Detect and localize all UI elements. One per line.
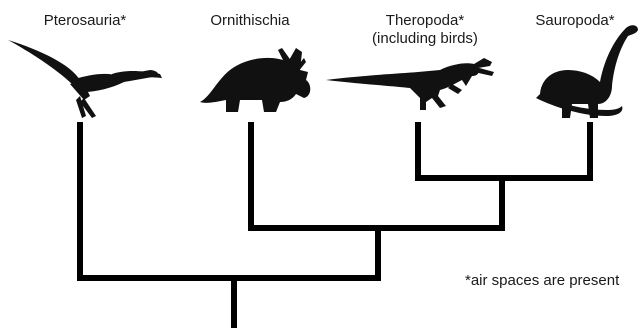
taxon-label-sauropoda: Sauropoda* [520, 12, 630, 29]
taxon-label-ornithischia: Ornithischia [200, 12, 300, 29]
footnote: *air spaces are present [465, 272, 619, 289]
triceratops-silhouette [200, 48, 310, 112]
taxon-label-pterosauria: Pterosauria* [30, 12, 140, 29]
pterosaur-silhouette [8, 40, 162, 118]
taxon-sublabel-theropoda: (including birds) [352, 30, 498, 47]
theropod-silhouette [326, 58, 494, 110]
sauropod-silhouette [536, 25, 638, 118]
cladogram-tree [77, 122, 593, 328]
taxon-label-theropoda: Theropoda* [360, 12, 490, 29]
